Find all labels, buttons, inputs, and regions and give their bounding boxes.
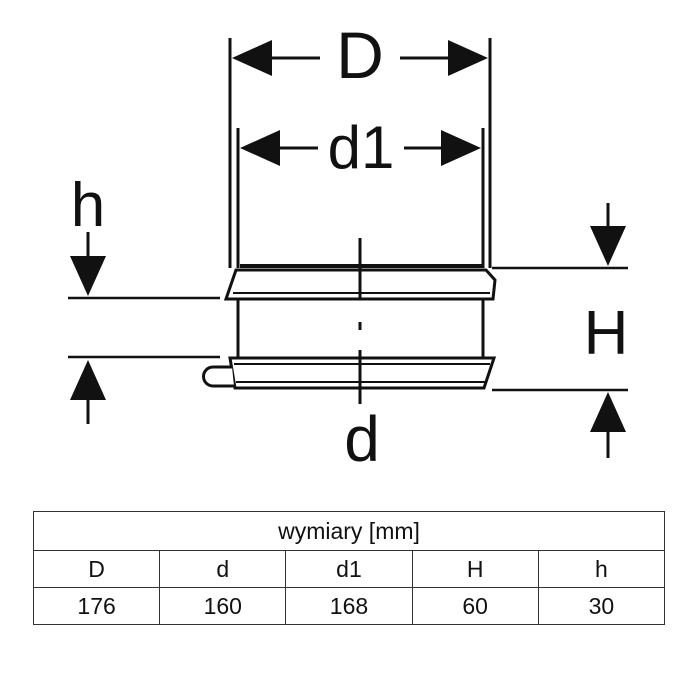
header-d1: d1 xyxy=(285,550,413,588)
value-H: 60 xyxy=(411,587,539,625)
label-D: D xyxy=(336,18,384,92)
header-d: d xyxy=(159,550,287,588)
technical-drawing: D d1 h H xyxy=(68,18,629,475)
arrow-down-icon xyxy=(590,226,626,266)
value-d1: 168 xyxy=(285,587,413,625)
header-H: H xyxy=(411,550,539,588)
dimension-h xyxy=(68,232,220,424)
gasket-lip xyxy=(202,365,234,388)
dimension-d1 xyxy=(236,128,485,268)
arrow-right-icon xyxy=(448,40,488,76)
dimensions-table: wymiary [mm] D d d1 H h 176 160 168 60 3… xyxy=(32,511,666,625)
table-row: 176 160 168 60 30 xyxy=(32,587,666,625)
value-h: 30 xyxy=(537,587,666,625)
label-h: h xyxy=(71,171,105,240)
label-H: H xyxy=(584,299,629,368)
dimension-D xyxy=(228,38,492,268)
header-h: h xyxy=(537,550,666,588)
value-d: 160 xyxy=(159,587,287,625)
arrow-left-icon xyxy=(232,40,272,76)
table-caption: wymiary [mm] xyxy=(33,511,665,551)
arrow-down-icon xyxy=(70,256,106,296)
arrow-right-icon xyxy=(441,130,481,166)
header-D: D xyxy=(32,550,161,588)
table-caption-row: wymiary [mm] xyxy=(33,511,665,551)
label-d1: d1 xyxy=(328,114,395,181)
table-header-row: D d d1 H h xyxy=(32,550,666,588)
value-D: 176 xyxy=(32,587,161,625)
arrow-up-icon xyxy=(70,360,106,400)
arrow-left-icon xyxy=(240,130,280,166)
dimension-H xyxy=(492,203,628,458)
sleeve-part xyxy=(202,264,497,390)
label-d: d xyxy=(344,403,380,475)
arrow-up-icon xyxy=(590,392,626,432)
